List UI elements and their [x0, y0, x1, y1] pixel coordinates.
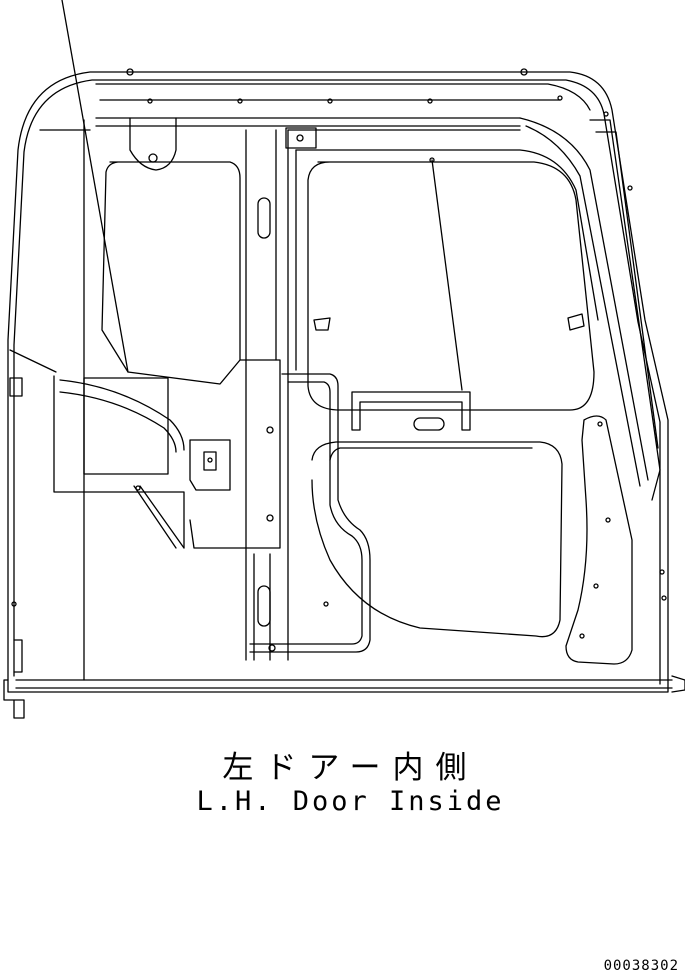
leader-line-top: [61, 0, 129, 373]
caption-japanese: 左ドアー内側: [222, 750, 479, 786]
window-glass: [307, 157, 595, 411]
window-handle: [351, 391, 471, 431]
lower-door-panel: [311, 441, 563, 638]
left-upper-panel: [101, 117, 241, 385]
drawing-number: 00038302: [603, 958, 679, 974]
door-outer-frame: [3, 71, 685, 719]
left-edge-details: [9, 119, 91, 681]
switch-box-region: [53, 375, 185, 549]
switch-lock: [189, 439, 231, 491]
grab-handle: [249, 373, 371, 653]
top-rail: [95, 68, 661, 501]
window-frame: [285, 127, 599, 661]
central-pillar: [189, 129, 281, 661]
caption-english: L.H. Door Inside: [196, 786, 505, 817]
right-lower-panel: [565, 111, 667, 665]
